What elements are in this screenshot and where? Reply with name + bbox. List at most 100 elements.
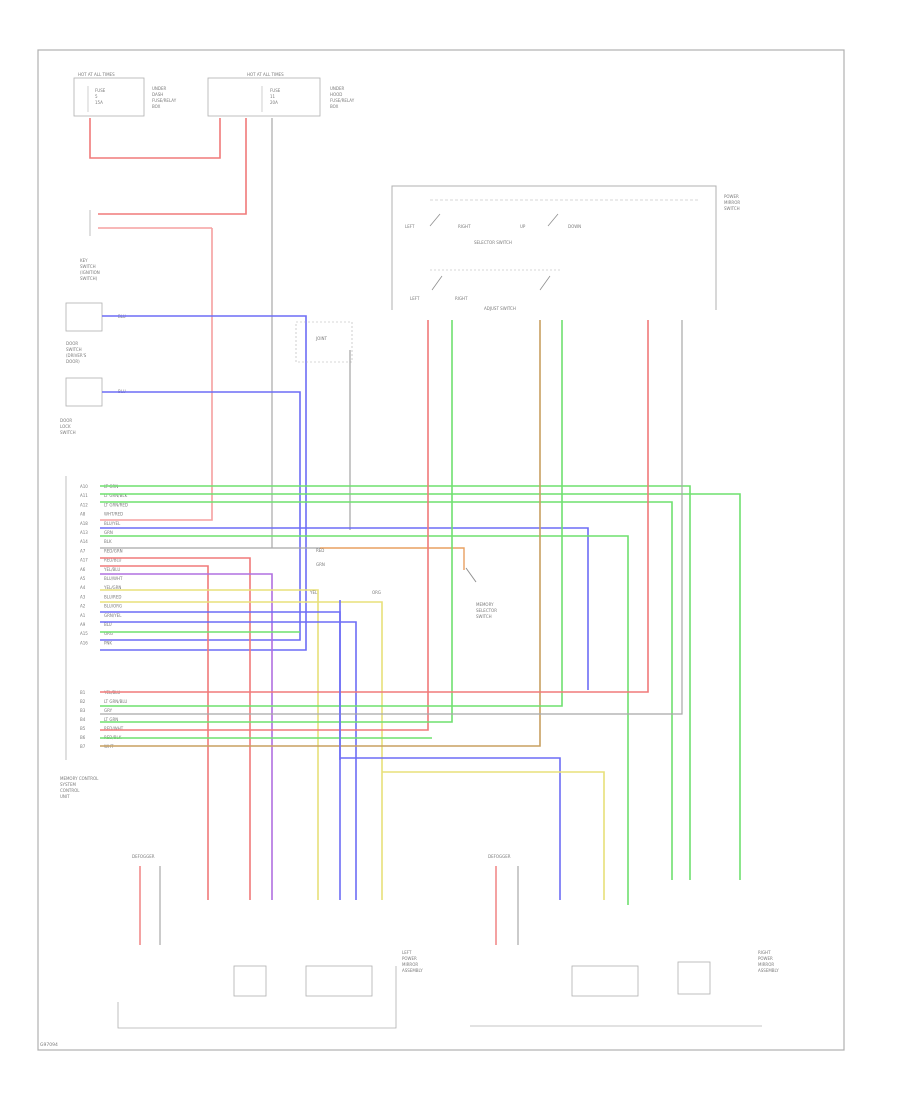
switch-blue-wires [100, 315, 307, 651]
mirror-switch-label: UP [520, 224, 526, 229]
harness-wires [100, 485, 741, 905]
ecu-pin-number: A6 [80, 567, 86, 572]
power-mirror-switch: POWER MIRROR SWITCH LEFT RIGHT UP DOWN S… [391, 185, 740, 311]
mirror-switch-label: RIGHT [458, 224, 471, 229]
right-mirror-label: RIGHT [758, 950, 771, 955]
ecu-pin-number: A4 [80, 585, 86, 590]
ecu-wire-color: BLU/YEL [104, 521, 121, 526]
wire-label: GRN [316, 562, 325, 567]
fuse-left-line: 15A [95, 100, 103, 105]
fuse-left-line: 5 [95, 94, 98, 99]
ecu-pin-number: B1 [80, 690, 86, 695]
ecu-wire-color: BLU/ORG [104, 604, 122, 609]
defogger-label: DEFOGGER [132, 854, 155, 859]
fuse-right-side: FUSE/RELAY [330, 98, 355, 103]
ecu-pin-number: A12 [80, 502, 88, 507]
ecu-wire-color: ORG [104, 631, 113, 636]
door-switch-label: SWITCH [66, 347, 82, 352]
ecu-pin-number: A8 [80, 512, 86, 517]
door-lock-switch-label: LOCK [60, 424, 71, 429]
mirror-switch-label: LEFT [405, 224, 415, 229]
fuse-left-side: FUSE/RELAY [152, 98, 177, 103]
ecu-pin-number: A1 [80, 613, 86, 618]
ecu-wire-color: BLU [104, 622, 112, 627]
ecu-pin-number: A2 [80, 604, 86, 609]
fuse-right: HOT AT ALL TIMES FUSE 11 20A UNDER HOOD … [207, 72, 355, 117]
door-lock-switch-label: DOOR [60, 418, 72, 423]
ecu-pin-number: B6 [80, 735, 86, 740]
ecu-wire-color: GRN [104, 530, 113, 535]
mirror-switch-label: RIGHT [455, 296, 468, 301]
key-switch-label: SWITCH) [80, 276, 98, 281]
wire-label: ORG [372, 590, 381, 595]
ecu-wire-color: BLK [104, 539, 112, 544]
control-unit-label: UNIT [60, 794, 70, 799]
ecu-pin-number: A10 [80, 484, 88, 489]
ecu-wire-color: GRY [104, 708, 113, 713]
ecu-wire-color: LT GRN [104, 717, 118, 722]
joint: JOINT [295, 321, 353, 530]
ecu-pin-number: A13 [80, 530, 88, 535]
ecu-wire-color: RED/BLU [104, 558, 122, 563]
key-switch-label: KEY [80, 258, 88, 263]
key-switch-label: (IGNITION [80, 270, 100, 275]
ecu-wire-color: BLU/RED [104, 594, 121, 599]
ecu-pin-number: B3 [80, 708, 86, 713]
ecu-pin-number: B4 [80, 717, 86, 722]
ecu-wire-color: YEL/GRN [103, 585, 121, 590]
door-switch: DOOR SWITCH (DRIVER'S DOOR) BLU [65, 302, 126, 364]
fuse-left-side: BOX [152, 104, 161, 109]
ecu-pin-number: A3 [80, 594, 86, 599]
ecu-wire-color: YEL/BLU [103, 567, 120, 572]
defogger-label: DEFOGGER [488, 854, 511, 859]
fuse-right-header: HOT AT ALL TIMES [247, 72, 284, 77]
left-mirror-label: POWER [402, 956, 417, 961]
ecu-wire-color: LT GRN/RED [104, 502, 128, 507]
ecu-wire-color: BLU/WHT [104, 576, 123, 581]
ecu-wire-color: GRN/YEL [104, 613, 122, 618]
fuse-right-line: FUSE [270, 88, 281, 93]
ecu-wire-color: RED/GRN [104, 548, 123, 553]
door-switch-label: DOOR) [66, 359, 80, 364]
ecu-pin-number: A7 [80, 548, 86, 553]
memory-switch-label: SELECTOR [476, 608, 497, 613]
mirror-switch-label: LEFT [410, 296, 420, 301]
fuse-left-side: UNDER [152, 86, 167, 91]
mirror-switch-title: POWER [724, 194, 739, 199]
key-switch: KEY SWITCH (IGNITION SWITCH) [80, 210, 100, 281]
mirror-switch-title: MIRROR [724, 200, 740, 205]
left-power-mirror: DEFOGGER LEFT POWER MIRROR ASSEMBLY [117, 854, 423, 1029]
left-mirror-label: ASSEMBLY [402, 968, 423, 973]
fuse-right-side: HOOD [330, 92, 342, 97]
fuse-left: HOT AT ALL TIMES FUSE 5 15A UNDER DASH F… [73, 72, 177, 117]
control-unit-label: CONTROL [60, 788, 80, 793]
ecu-pin-number: B5 [80, 726, 86, 731]
door-switch-label: DOOR [66, 341, 78, 346]
mirror-switch-output-wires [100, 320, 683, 900]
ecu-pin-number: B2 [80, 699, 86, 704]
memory-switch-label: SWITCH [476, 614, 492, 619]
ecu-pin-number: B7 [80, 744, 86, 749]
wire-label: YEL [309, 590, 318, 595]
power-feed-wires [89, 118, 273, 548]
fuse-right-side: BOX [330, 104, 339, 109]
ecu-pin-number: A9 [80, 622, 86, 627]
footer-code: G97094 [40, 1042, 58, 1048]
door-switch-label: (DRIVER'S [66, 353, 87, 358]
fuse-right-side: UNDER [330, 86, 345, 91]
mirror-switch-label: DOWN [568, 224, 581, 229]
right-mirror-label: ASSEMBLY [758, 968, 779, 973]
ecu-pin-number: A5 [80, 576, 86, 581]
ecu-wire-color: WHT/RED [104, 512, 123, 517]
selector-switch-label: SELECTOR SWITCH [474, 240, 512, 245]
door-lock-switch: DOOR LOCK SWITCH BLU [60, 377, 126, 435]
memory-switch-label: MEMORY [476, 602, 494, 607]
ecu-wire-color: PNK [104, 640, 112, 645]
fuse-left-line: FUSE [95, 88, 106, 93]
ecu-pin-number: A18 [80, 521, 88, 526]
mirror-switch-title: SWITCH [724, 206, 740, 211]
control-unit-label: SYSTEM [60, 782, 76, 787]
fuse-right-line: 11 [270, 94, 276, 99]
